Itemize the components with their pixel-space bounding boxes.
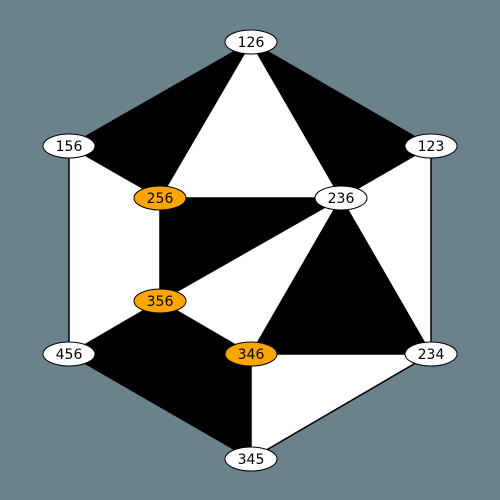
node-ellipse-456 [42,341,96,367]
node-256: 256 [133,185,187,211]
node-456: 456 [42,341,96,367]
nodes-layer: 126 156 123 256 236 356 456 346 234 345 [42,29,458,472]
node-label-256: 256 [147,191,174,207]
node-356: 356 [133,288,187,314]
node-ellipse-156 [42,133,96,159]
edge-126-123 [250,41,432,147]
node-label-456: 456 [56,347,83,363]
node-ellipse-234 [404,341,458,367]
node-236: 236 [314,185,368,211]
edge-236-356 [159,197,342,302]
edge-236-346 [250,197,342,355]
node-156: 156 [42,133,96,159]
node-ellipse-236 [314,185,368,211]
node-ellipse-345 [224,446,278,472]
node-123: 123 [404,133,458,159]
node-345: 345 [224,446,278,472]
edge-236-234 [340,197,432,355]
edge-126-156 [68,41,252,147]
node-label-345: 345 [238,452,265,468]
node-label-234: 234 [418,347,445,363]
node-label-156: 156 [56,139,83,155]
edge-126-256 [159,41,252,199]
node-label-356: 356 [147,294,174,310]
node-126: 126 [224,29,278,55]
node-label-123: 123 [418,139,445,155]
node-ellipse-256 [133,185,187,211]
node-label-126: 126 [238,35,265,51]
edge-126-236 [250,41,342,199]
edge-456-345 [68,353,252,460]
node-346: 346 [224,341,278,367]
node-ellipse-123 [404,133,458,159]
edge-234-345 [250,353,432,460]
node-ellipse-356 [133,288,187,314]
node-label-346: 346 [238,347,265,363]
node-ellipse-346 [224,341,278,367]
node-ellipse-126 [224,29,278,55]
node-label-236: 236 [328,191,355,207]
node-234: 234 [404,341,458,367]
